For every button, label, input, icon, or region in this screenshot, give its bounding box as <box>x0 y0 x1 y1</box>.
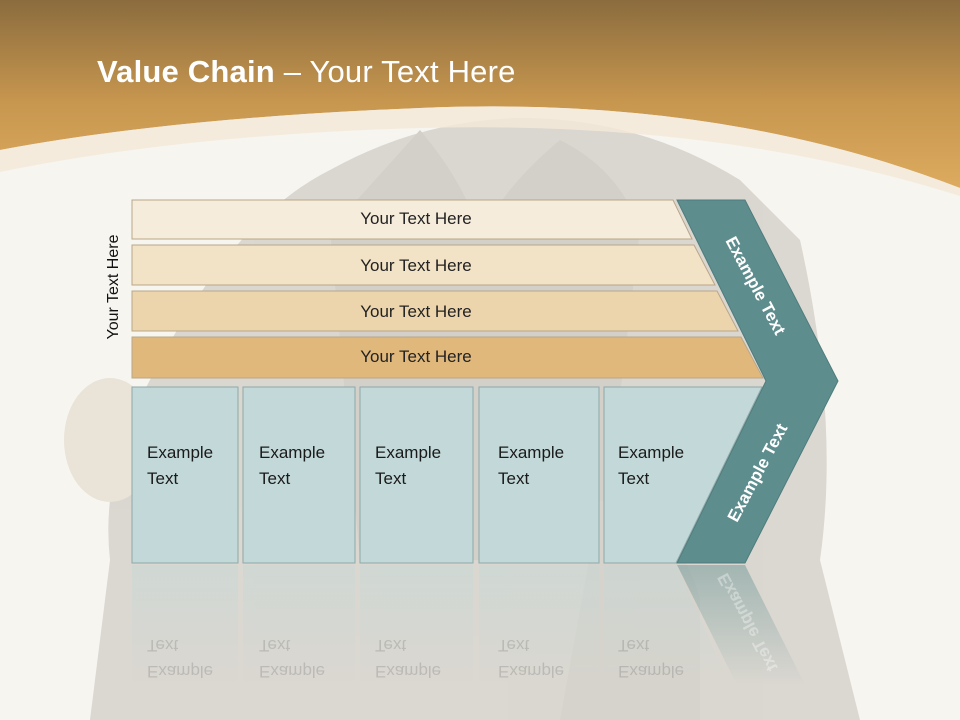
margin-chevron <box>676 199 839 564</box>
support-bar-4-shape <box>131 336 764 379</box>
primary-box-5-reflection <box>604 565 730 685</box>
vertical-side-label: Your Text Here <box>105 234 122 340</box>
support-bar-3-label: Your Text Here <box>360 302 472 321</box>
header-wave <box>0 106 960 196</box>
primary-box-2-reflection <box>243 565 355 685</box>
title-regular-part: – Your Text Here <box>274 54 516 89</box>
header-band <box>0 0 960 188</box>
primary-box-3-reflection <box>360 565 473 685</box>
title-bold-part: Value Chain <box>97 54 275 89</box>
support-bar-1-shape <box>131 199 693 240</box>
primary-box-1-line1: Example <box>147 443 214 462</box>
primary-box-1-shape <box>131 386 239 564</box>
primary-box-2-line1: Example <box>259 443 326 462</box>
slide-title: Value Chain – Your Text Here <box>97 54 516 90</box>
support-bar-1-label: Your Text Here <box>360 209 472 228</box>
margin-chevron-reflection <box>677 565 805 685</box>
support-bar-4-label: Your Text Here <box>360 347 472 366</box>
primary-box-5-shape <box>603 386 763 564</box>
primary-box-4-reflection <box>479 565 599 685</box>
primary-box-3-line1: Example <box>375 443 442 462</box>
primary-box-4-line1: Example <box>498 443 565 462</box>
primary-box-2-line2: Text <box>259 469 291 488</box>
support-bar-3-shape <box>131 290 739 332</box>
primary-box-2-shape <box>242 386 356 564</box>
primary-box-4-line2: Text <box>498 469 530 488</box>
primary-box-1-reflection <box>132 565 238 685</box>
support-bar-2-shape <box>131 244 716 286</box>
primary-box-1-line2: Text <box>147 469 179 488</box>
primary-box-4-shape <box>478 386 600 564</box>
primary-box-5-line1: Example <box>618 443 685 462</box>
primary-box-3-line2: Text <box>375 469 407 488</box>
primary-box-5-line2: Text <box>618 469 650 488</box>
support-bar-2-label: Your Text Here <box>360 256 472 275</box>
primary-box-3-shape <box>359 386 474 564</box>
